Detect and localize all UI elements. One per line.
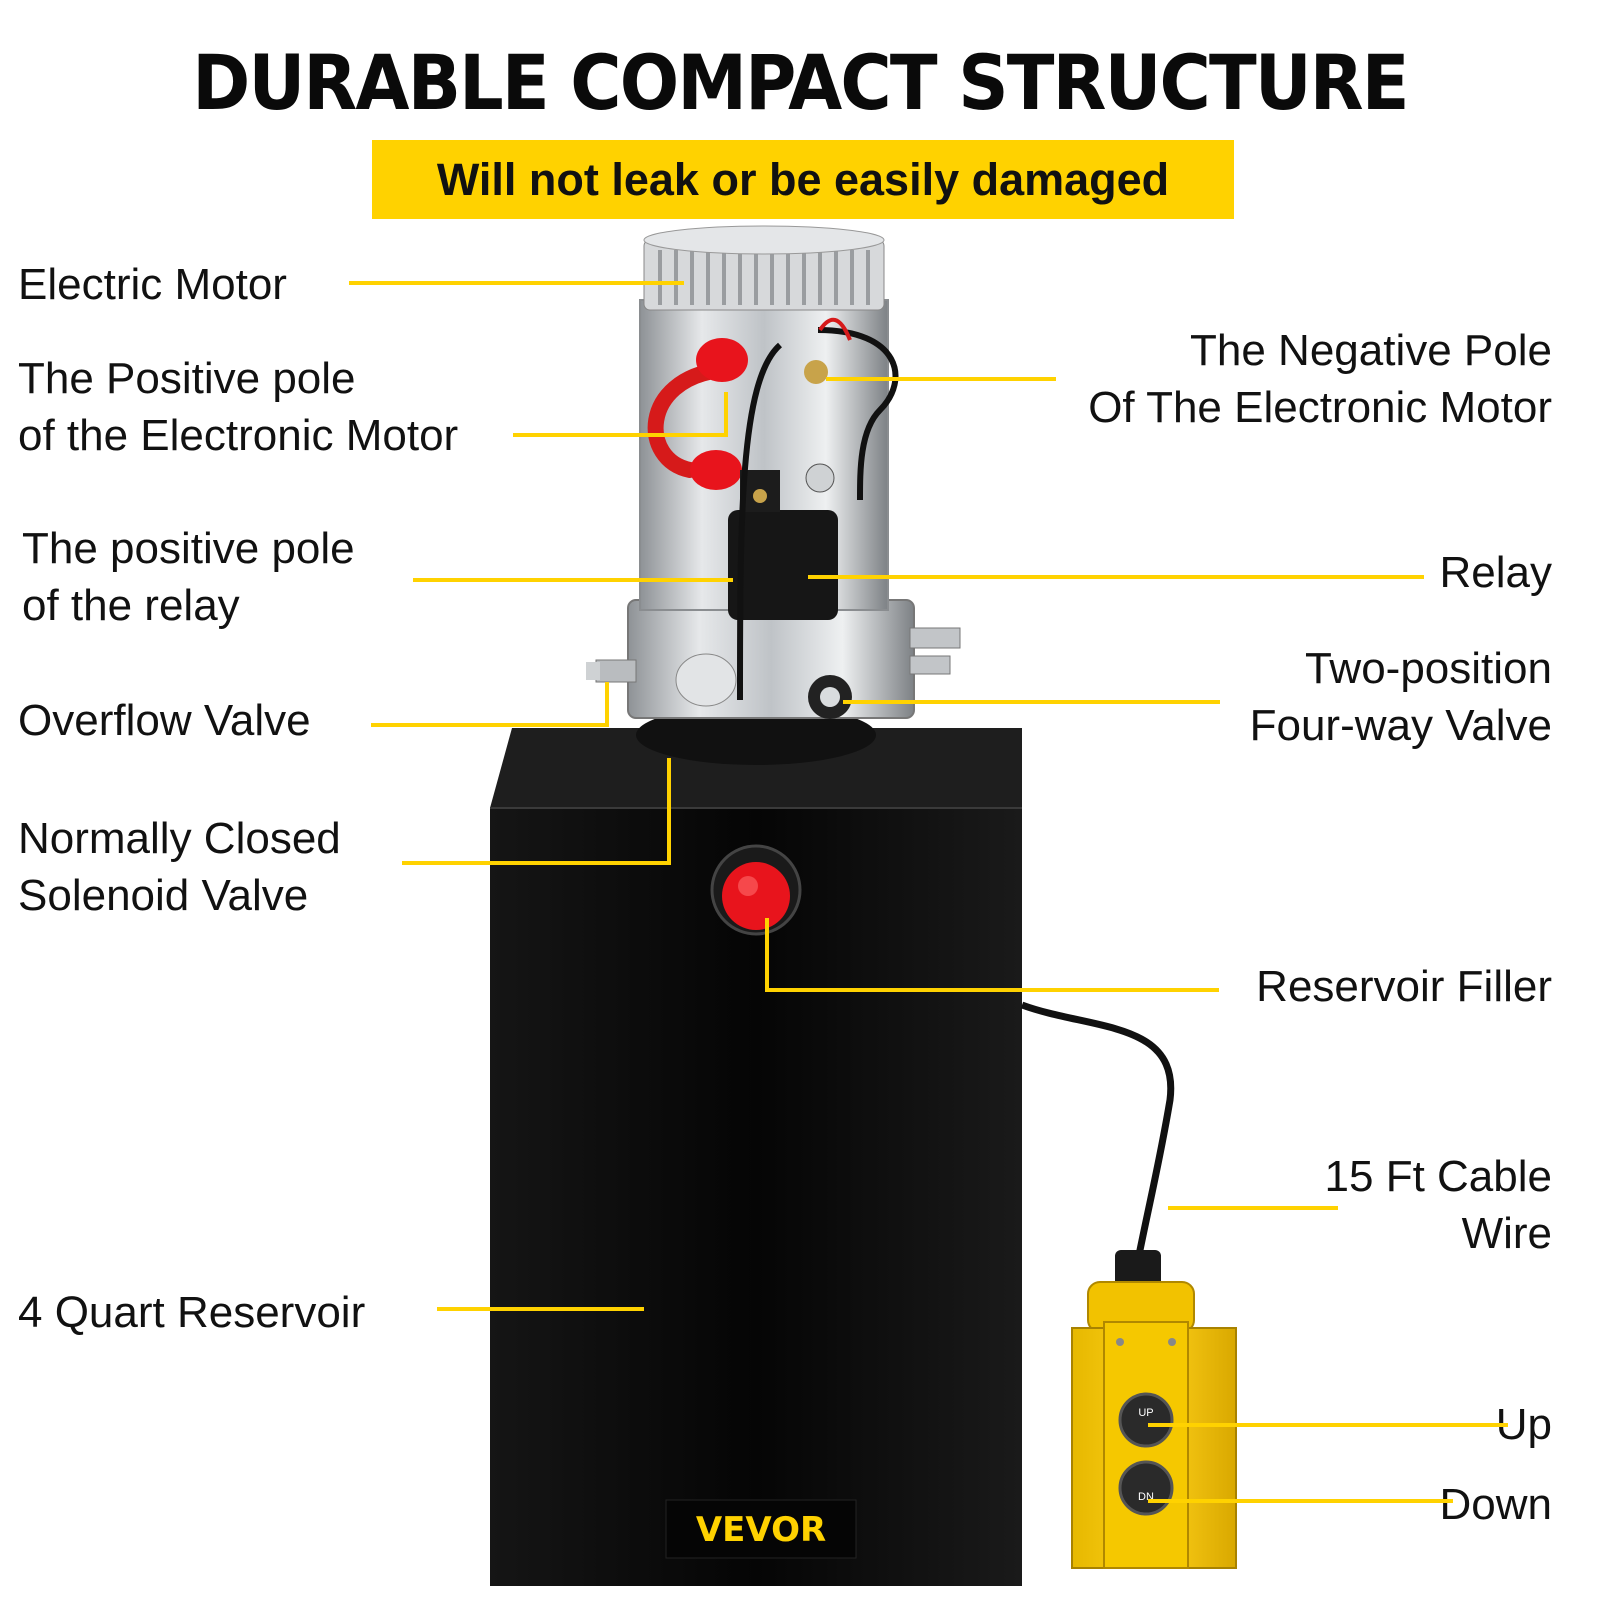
reservoir-tank — [490, 728, 1022, 1586]
leader-solenoid-valve — [402, 861, 671, 865]
leader-positive-pole-motor — [513, 433, 727, 437]
leader-cable — [1168, 1206, 1338, 1210]
label-solenoid-valve: Normally Closed Solenoid Valve — [18, 810, 341, 924]
label-positive-pole-relay: The positive pole of the relay — [22, 520, 355, 634]
leader-relay — [808, 575, 1424, 579]
label-electric-motor: Electric Motor — [18, 260, 287, 309]
relay — [728, 463, 838, 620]
label-overflow-valve: Overflow Valve — [18, 696, 311, 745]
page-title: DURABLE COMPACT STRUCTURE — [192, 38, 1409, 127]
remote-pendant — [1071, 1250, 1237, 1569]
label-line: The positive pole — [22, 524, 355, 573]
label-line: Wire — [1461, 1209, 1552, 1258]
leader-overflow-valve-v — [605, 682, 609, 727]
label-line: The Positive pole — [18, 354, 356, 403]
label-line: Solenoid Valve — [18, 871, 309, 920]
leader-overflow-valve — [371, 723, 607, 727]
subtitle-text: Will not leak or be easily damaged — [436, 153, 1170, 205]
label-line: Of The Electronic Motor — [1088, 383, 1552, 432]
label-positive-pole-motor: The Positive pole of the Electronic Moto… — [18, 350, 458, 464]
leader-four-way-valve — [843, 700, 1220, 704]
remote-up-text: UP — [1138, 1407, 1153, 1419]
label-down: Down — [1439, 1480, 1553, 1529]
label-negative-pole-motor: The Negative Pole Of The Electronic Moto… — [1088, 322, 1552, 436]
positive-cable — [647, 338, 748, 490]
label-line: of the relay — [22, 581, 240, 630]
subtitle-banner: Will not leak or be easily damaged — [372, 140, 1234, 219]
label-line: 15 Ft Cable — [1324, 1152, 1552, 1201]
leader-negative-pole-motor — [826, 377, 1056, 381]
label-line: of the Electronic Motor — [18, 411, 459, 460]
filler-cap — [710, 844, 802, 936]
brand-logo-text: VEVOR — [696, 1510, 826, 1550]
black-wiring — [737, 317, 899, 701]
leader-positive-pole-relay — [413, 578, 733, 582]
label-four-way-valve: Two-position Four-way Valve — [1250, 640, 1552, 754]
label-relay: Relay — [1439, 548, 1553, 597]
label-line: Four-way Valve — [1249, 701, 1552, 750]
negative-terminal — [804, 360, 828, 384]
leader-reservoir — [437, 1307, 644, 1311]
label-cable: 15 Ft Cable Wire — [1325, 1148, 1552, 1262]
label-line: The Negative Pole — [1190, 326, 1552, 375]
label-reservoir: 4 Quart Reservoir — [18, 1288, 366, 1337]
remote-cable — [1020, 1001, 1175, 1261]
leader-reservoir-filler-v — [765, 918, 769, 992]
leader-down — [1148, 1499, 1453, 1503]
brand-logo: VEVOR — [665, 1499, 857, 1559]
leader-positive-pole-motor-v — [724, 392, 728, 437]
leader-electric-motor — [349, 281, 684, 285]
leader-solenoid-valve-v — [667, 758, 671, 865]
valve-block — [586, 599, 961, 765]
label-line: Normally Closed — [18, 814, 341, 863]
label-reservoir-filler: Reservoir Filler — [1256, 962, 1552, 1011]
leader-up — [1148, 1423, 1508, 1427]
label-line: Two-position — [1304, 644, 1552, 693]
leader-reservoir-filler — [765, 988, 1219, 992]
